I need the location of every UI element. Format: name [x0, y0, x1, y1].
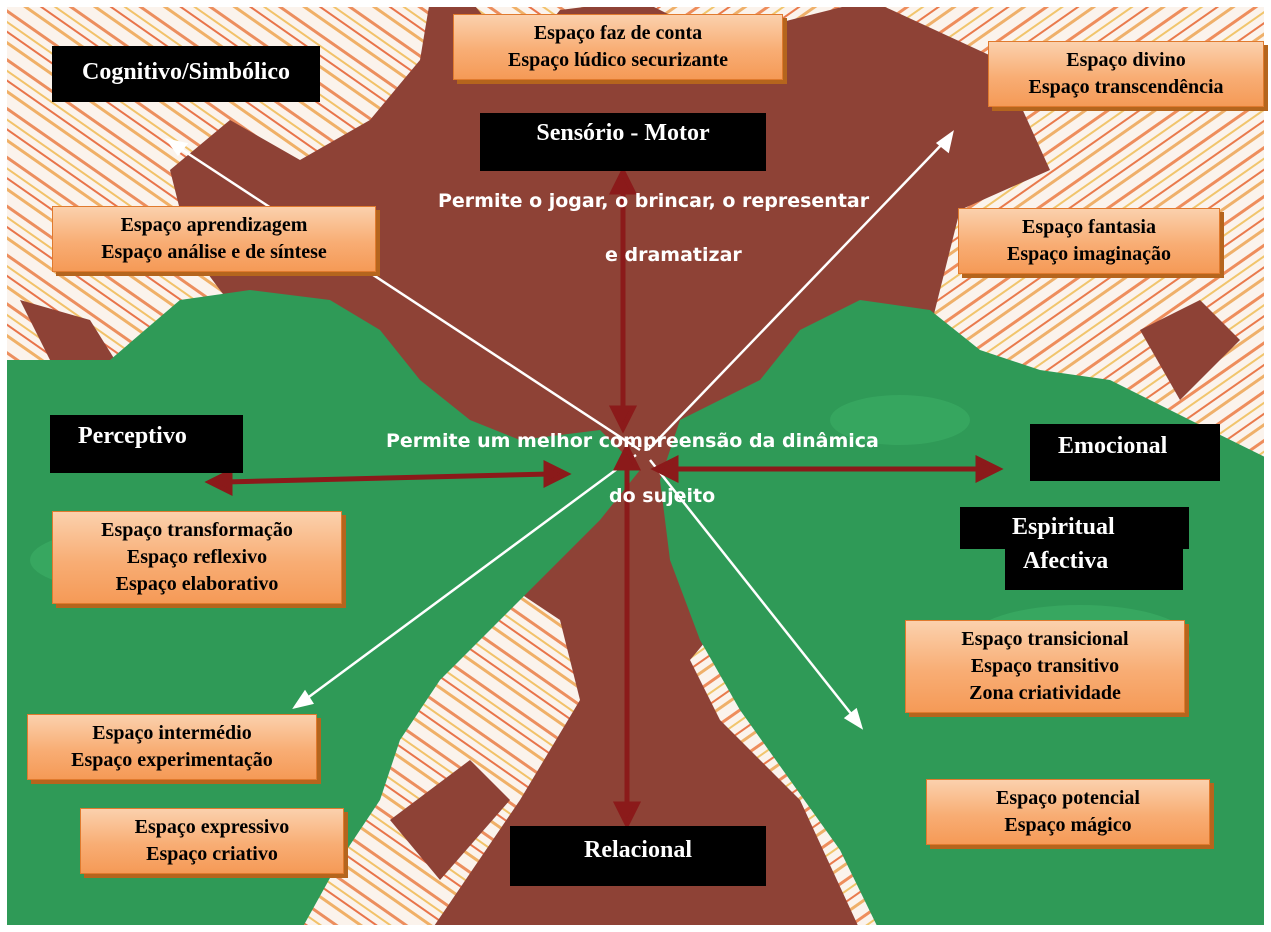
- box-mid-left: Espaço transformação Espaço reflexivo Es…: [52, 511, 342, 604]
- space-divino: Espaço divino: [1066, 49, 1186, 71]
- caption-horizontal-line2: do sujeito: [609, 485, 716, 507]
- box-top-center: Espaço faz de conta Espaço lúdico securi…: [453, 14, 783, 80]
- box-bottom-left: Espaço expressivo Espaço criativo: [80, 808, 344, 874]
- space-magico: Espaço mágico: [1004, 814, 1132, 836]
- caption-horizontal-line1: Permite um melhor compreensão da dinâmic…: [386, 430, 879, 452]
- label-perceptivo: Perceptivo: [50, 415, 243, 473]
- label-cognitivo-simbolico: Cognitivo/Simbólico: [52, 46, 320, 102]
- label-emocional: Emocional: [1030, 424, 1220, 481]
- space-criativo: Espaço criativo: [146, 843, 278, 865]
- space-expressivo: Espaço expressivo: [134, 816, 290, 838]
- label-sensorio-motor: Sensório - Motor: [480, 113, 766, 171]
- space-fantasia: Espaço fantasia: [1022, 216, 1156, 238]
- box-upper-left: Espaço aprendizagem Espaço análise e de …: [52, 206, 376, 272]
- zona-criatividade: Zona criatividade: [969, 682, 1121, 704]
- space-potencial: Espaço potencial: [996, 787, 1140, 809]
- space-transicional: Espaço transicional: [961, 628, 1129, 650]
- space-transitivo: Espaço transitivo: [970, 655, 1120, 677]
- label-relacional: Relacional: [510, 826, 766, 886]
- space-ludico-securizante: Espaço lúdico securizante: [508, 49, 728, 71]
- box-upper-right: Espaço fantasia Espaço imaginação: [958, 208, 1220, 274]
- caption-vertical-line1: Permite o jogar, o brincar, o representa…: [438, 190, 870, 212]
- space-intermedio: Espaço intermédio: [92, 722, 252, 744]
- caption-vertical-line2: e dramatizar: [605, 244, 742, 266]
- label-espiritual: Espiritual: [960, 507, 1189, 549]
- box-lower-left: Espaço intermédio Espaço experimentação: [27, 714, 317, 780]
- space-reflexivo: Espaço reflexivo: [126, 546, 268, 568]
- space-transformacao: Espaço transformação: [101, 519, 293, 541]
- box-top-right: Espaço divino Espaço transcendência: [988, 41, 1264, 107]
- space-analise-sintese: Espaço análise e de síntese: [101, 241, 327, 263]
- diagonal-arrows: [165, 130, 954, 730]
- box-mid-right: Espaço transicional Espaço transitivo Zo…: [905, 620, 1185, 713]
- space-imaginacao: Espaço imaginação: [1007, 243, 1171, 265]
- space-transcendencia: Espaço transcendência: [1028, 76, 1224, 98]
- space-faz-de-conta: Espaço faz de conta: [533, 22, 703, 44]
- box-bottom-right: Espaço potencial Espaço mágico: [926, 779, 1210, 845]
- space-elaborativo: Espaço elaborativo: [115, 573, 279, 595]
- space-aprendizagem: Espaço aprendizagem: [120, 214, 308, 236]
- space-experimentacao: Espaço experimentação: [71, 749, 273, 771]
- axis-arrows: [204, 166, 1004, 830]
